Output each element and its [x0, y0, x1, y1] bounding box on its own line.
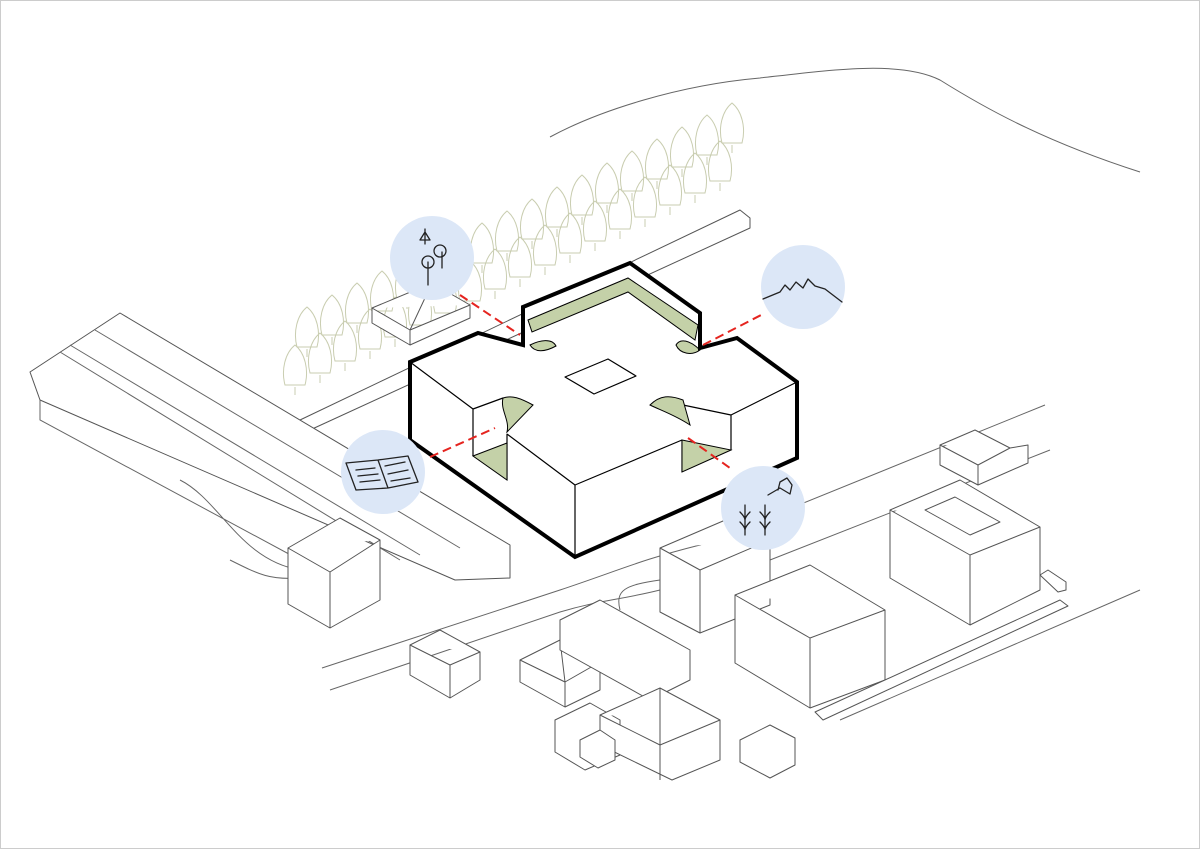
tree [657, 164, 683, 215]
right-buildings [659, 429, 1069, 721]
pavilion [371, 282, 471, 346]
tree [694, 114, 720, 165]
hill-contour [549, 67, 1141, 173]
icon-circle [721, 466, 805, 550]
tree [319, 294, 345, 345]
green-steps-left [501, 396, 534, 434]
green-recess-left [471, 442, 508, 481]
view-line-mountain [702, 312, 766, 346]
tree [632, 176, 658, 227]
main-building-outline [408, 260, 799, 560]
tree [307, 332, 333, 383]
tree [682, 152, 708, 203]
road [321, 404, 1141, 721]
view-line-book [429, 427, 496, 458]
main-building [408, 260, 799, 560]
tree [344, 282, 370, 333]
mountain-icon [761, 245, 845, 329]
tree [569, 174, 595, 225]
green-recess-right [681, 439, 733, 473]
tree [607, 188, 633, 239]
open-book-icon [341, 430, 425, 514]
tree [294, 306, 320, 357]
watering-can-plants-icon [721, 466, 805, 550]
skylight [564, 358, 637, 395]
tree [494, 210, 520, 261]
block-left-front [287, 517, 381, 629]
tree [357, 308, 383, 359]
tree [544, 186, 570, 237]
tree [507, 236, 533, 287]
tree [282, 344, 308, 395]
tree [332, 320, 358, 371]
view-line-garden [687, 437, 731, 469]
tree [482, 248, 508, 299]
view-line-trees [459, 294, 521, 336]
tree [619, 150, 645, 201]
tree [707, 140, 733, 191]
tree [557, 212, 583, 263]
tree [669, 126, 695, 177]
tree [594, 162, 620, 213]
tree [582, 200, 608, 251]
icon-circle [341, 430, 425, 514]
green-steps-right [649, 396, 691, 427]
tree [644, 138, 670, 189]
trees-icon [390, 216, 474, 300]
green-courtyard-strip [527, 277, 699, 341]
tree [532, 224, 558, 275]
village-houses [409, 599, 796, 781]
tree [719, 102, 745, 153]
tree [519, 198, 545, 249]
